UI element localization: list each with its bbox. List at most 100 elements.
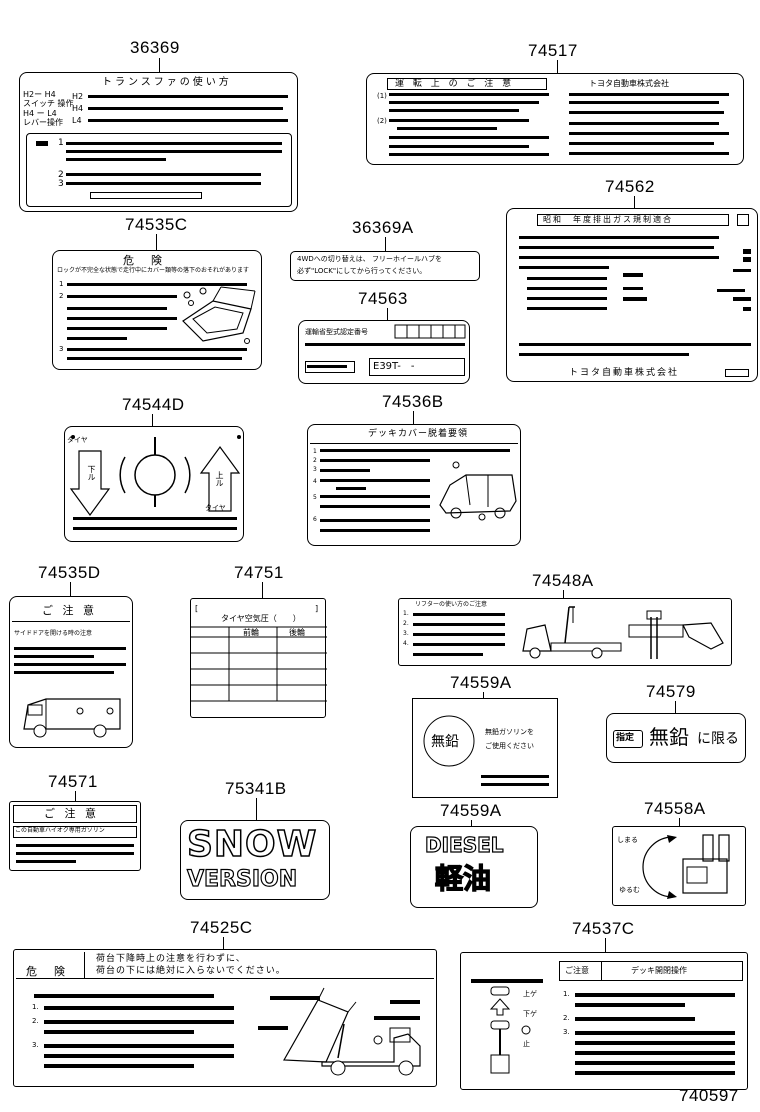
leader-line	[471, 820, 472, 826]
text-line	[389, 93, 549, 96]
divider	[310, 443, 518, 444]
text-line	[569, 122, 719, 125]
item-number: 3.	[563, 1028, 570, 1036]
pressure-table	[191, 626, 327, 702]
label-74548A: リフターの使い方のご注意 1. 2. 3. 4.	[398, 598, 732, 666]
diesel-text: DIESEL	[424, 833, 504, 857]
label-74751: [ ] タイヤ空気圧（ ） 前輪 後輪	[190, 598, 327, 718]
leader-line	[159, 58, 160, 72]
text-line	[67, 307, 167, 310]
text-line	[569, 111, 724, 114]
text-line1: サイドドアを開ける時の注意	[14, 630, 93, 637]
text-line	[16, 852, 134, 855]
tighten-text: しまる	[617, 836, 638, 844]
part-number-74559A: 74559A	[440, 801, 502, 820]
divider	[84, 952, 85, 978]
part-number-74535D: 74535D	[38, 563, 101, 582]
text-line	[743, 307, 751, 311]
item-number: 2	[59, 292, 64, 300]
text-line	[519, 266, 609, 269]
text-line	[270, 996, 320, 1000]
text-line	[569, 93, 729, 96]
item-number: 1.	[32, 1003, 39, 1011]
text-box	[13, 826, 137, 838]
text-line	[67, 283, 247, 286]
label-subtitle: ロックが不完全な状態で走行中にカバー類等の落下のおそれがあります	[57, 267, 250, 274]
text-line	[397, 127, 497, 130]
label-title: トランスファの使い方	[102, 77, 232, 88]
leader-line	[413, 411, 414, 424]
label-74525C: 危 険 荷台下降時上の注意を行わずに、 荷台の下には絶対に入らないでください。 …	[13, 949, 437, 1087]
label-title: ご 注 意	[42, 604, 97, 617]
label-title: 運輸省型式認定番号	[305, 328, 368, 336]
text-line	[320, 529, 430, 532]
item-number: 2.	[32, 1017, 39, 1025]
text-line	[733, 297, 751, 301]
bracket-left: [	[195, 604, 199, 613]
text-line	[305, 343, 465, 346]
code-text: L4	[72, 116, 82, 125]
text-line	[519, 256, 719, 259]
part-number-74751: 74751	[234, 563, 284, 582]
text-box	[725, 369, 749, 377]
part-number-74517: 74517	[528, 41, 578, 60]
van-illustration	[439, 461, 517, 521]
label-74559A-unleaded: 無鉛 無鉛ガソリンを ご使用ください	[412, 698, 558, 798]
part-number-74558A: 74558A	[644, 799, 706, 818]
suffix-text: に限る	[697, 731, 739, 747]
text-line	[44, 1006, 234, 1010]
icon-text: 下ゲ	[523, 1010, 537, 1018]
part-number-74537C: 74537C	[572, 919, 635, 938]
label-title: タイヤ空気圧（ ）	[221, 614, 301, 623]
text-line	[413, 633, 505, 636]
text-line	[67, 337, 127, 340]
text-line	[34, 994, 214, 998]
text-line2: 必ず"LOCK"にしてから行ってください。	[297, 267, 427, 275]
text-line	[623, 273, 643, 277]
circle-text: 無鉛	[431, 734, 459, 750]
text-line1: 無鉛ガソリンを	[485, 728, 534, 736]
part-number-74544D: 74544D	[122, 395, 185, 414]
text-line	[519, 236, 719, 239]
text-line	[16, 844, 134, 847]
text-line	[14, 655, 94, 658]
item-number: 4	[313, 478, 317, 485]
arrow-text: 下ル	[87, 465, 96, 481]
marker	[36, 141, 48, 146]
text-line1: この自動車ハイオク専用ガソリン	[15, 827, 105, 834]
leader-line	[675, 701, 676, 713]
row-text: スイッチ 操作	[23, 99, 74, 108]
code-box	[369, 358, 465, 376]
arrow-text: 上ル	[215, 471, 224, 487]
leader-line	[483, 692, 484, 698]
text-line	[519, 353, 689, 356]
label-title: 危 険	[123, 254, 165, 267]
part-number-36369A: 36369A	[352, 218, 414, 237]
text-line	[575, 993, 735, 997]
leader-line	[605, 938, 606, 952]
tire-carrier-illustration	[69, 435, 241, 517]
label-74579: 指定 無鉛 に限る	[606, 713, 746, 763]
text-line	[14, 663, 126, 666]
marker	[743, 249, 751, 254]
text-line	[320, 459, 430, 462]
text-line	[66, 182, 261, 185]
diagram-number: 740597	[679, 1086, 739, 1105]
keiyu-text: 軽油	[434, 862, 492, 895]
marker	[743, 257, 751, 262]
text-line	[569, 142, 714, 145]
text-line	[575, 1071, 735, 1075]
leader-line	[256, 798, 257, 820]
text-line	[527, 277, 607, 280]
part-number-74559A: 74559A	[450, 673, 512, 692]
label-74535C: 危 険 ロックが不完全な状態で走行中にカバー類等の落下のおそれがあります 1 2…	[52, 250, 262, 370]
text-line2: 荷台の下には絶対に入らないでください。	[96, 966, 286, 976]
label-74535D: ご 注 意 サイドドアを開ける時の注意	[9, 596, 133, 748]
text-line	[390, 1000, 420, 1004]
text-line2: ご使用ください	[485, 742, 534, 750]
text-line	[66, 173, 261, 176]
main-text: 無鉛	[649, 725, 689, 749]
text-line	[67, 348, 247, 351]
text-line	[88, 119, 288, 122]
text-line	[44, 1054, 234, 1058]
